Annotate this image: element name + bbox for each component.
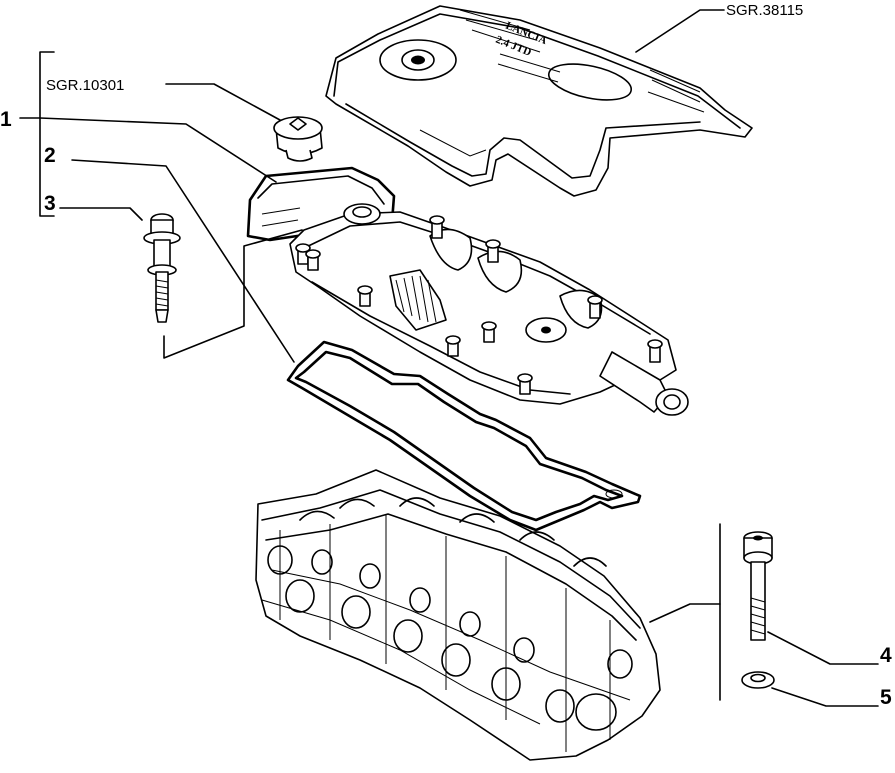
- callout-2: 2: [44, 144, 56, 167]
- leader-head-bracket: [649, 603, 721, 623]
- head-bolt: [743, 531, 773, 641]
- leader-2: [71, 159, 295, 363]
- group-bracket-1: [39, 51, 55, 217]
- leader-5: [771, 687, 879, 707]
- washer: [741, 671, 775, 689]
- valve-cover-gasket: [286, 340, 642, 532]
- engine-cover: LANCIA 2.4 JTD: [325, 5, 753, 197]
- callout-4: 4: [880, 644, 892, 667]
- callout-3: 3: [44, 192, 56, 215]
- leader-1: [39, 117, 277, 183]
- callout-5: 5: [880, 686, 892, 709]
- stud-bolt: [143, 213, 181, 323]
- leader-3: [59, 207, 143, 221]
- leader-cover: [635, 9, 725, 53]
- ref-label-cap: SGR.10301: [46, 77, 124, 94]
- oil-filler-cap: [273, 116, 323, 162]
- leader-4: [767, 631, 879, 665]
- cylinder-head: [255, 469, 661, 761]
- callout-1: 1: [0, 108, 12, 131]
- ref-label-cover: SGR.38115: [726, 2, 803, 19]
- valve-cover: [246, 166, 689, 416]
- leader-3-target: [163, 229, 303, 359]
- head-ports: [267, 545, 633, 731]
- leader-cap: [165, 83, 281, 121]
